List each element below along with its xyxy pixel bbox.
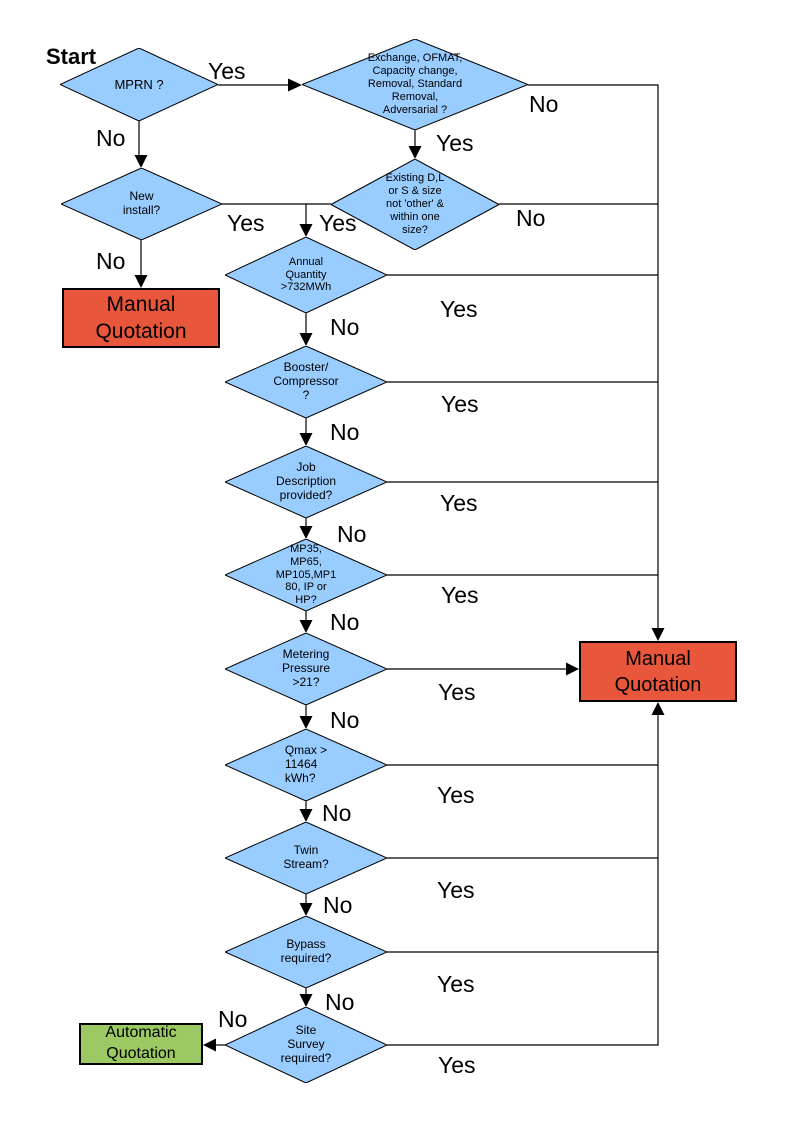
edge-label-twin-yes: Yes: [437, 877, 475, 903]
edge-label-annual-no: No: [330, 314, 360, 340]
edge-label-exchange-yes: Yes: [436, 130, 474, 156]
edge-label-booster-no: No: [330, 419, 360, 445]
edge-label-new-no: No: [96, 248, 126, 274]
edge-label-job-yes: Yes: [440, 490, 478, 516]
edge-label-metering-yes: Yes: [438, 679, 476, 705]
decision-exchange-ofmat: Exchange, OFMAT, Capacity change, Remova…: [302, 39, 528, 130]
start-label: Start: [46, 44, 97, 69]
edge-label-qmax-no: No: [322, 800, 352, 826]
connector-exchange-no-collector: [528, 84, 659, 628]
decision-qmax: Qmax > 11464 kWh?: [225, 729, 387, 801]
decision-existing-size: Existing D,L or S & size not 'other' & w…: [331, 159, 499, 250]
edge-label-site-no: No: [218, 1006, 248, 1032]
edge-label-new-yes: Yes: [227, 210, 265, 236]
edge-label-existing-no: No: [516, 205, 546, 231]
edge-label-mprn-no: No: [96, 125, 126, 151]
edge-label-bypass-no: No: [325, 989, 355, 1015]
decision-mp-tier: MP35, MP65, MP105,MP1 80, IP or HP?: [225, 539, 387, 611]
edge-label-booster-yes: Yes: [441, 391, 479, 417]
terminal-manual-quotation-left: Manual Quotation: [62, 288, 220, 348]
terminal-automatic-quotation: Automatic Quotation: [79, 1023, 203, 1065]
decision-new-install: New install?: [61, 168, 222, 240]
decision-twin-stream: Twin Stream?: [225, 822, 387, 894]
edge-label-metering-no: No: [330, 707, 360, 733]
decision-bypass: Bypass required?: [225, 916, 387, 988]
edge-label-mp-no: No: [330, 609, 360, 635]
edge-label-mprn-yes: Yes: [208, 58, 246, 84]
decision-site-survey: Site Survey required?: [225, 1007, 387, 1083]
edge-label-exchange-no: No: [529, 91, 559, 117]
arrowheads: [134, 78, 665, 1052]
decision-booster-compressor: Booster/ Compressor ?: [225, 346, 387, 418]
edge-label-qmax-yes: Yes: [437, 782, 475, 808]
edge-label-bypass-yes: Yes: [437, 971, 475, 997]
edge-label-mp-yes: Yes: [441, 582, 479, 608]
edge-label-annual-yes: Yes: [440, 296, 478, 322]
decision-annual-quantity: Annual Quantity >732MWh: [225, 237, 387, 313]
edge-label-site-yes: Yes: [438, 1052, 476, 1078]
terminal-manual-quotation-right: Manual Quotation: [579, 641, 737, 702]
decision-metering-pressure: Metering Pressure >21?: [225, 633, 387, 705]
edge-label-twin-no: No: [323, 892, 353, 918]
decision-mprn: MPRN ?: [60, 48, 218, 121]
edge-label-job-no: No: [337, 521, 367, 547]
decision-job-description: Job Description provided?: [225, 446, 387, 518]
edge-label-existing-yes: Yes: [319, 210, 357, 236]
connector-site-yes-collector: [387, 715, 659, 1046]
